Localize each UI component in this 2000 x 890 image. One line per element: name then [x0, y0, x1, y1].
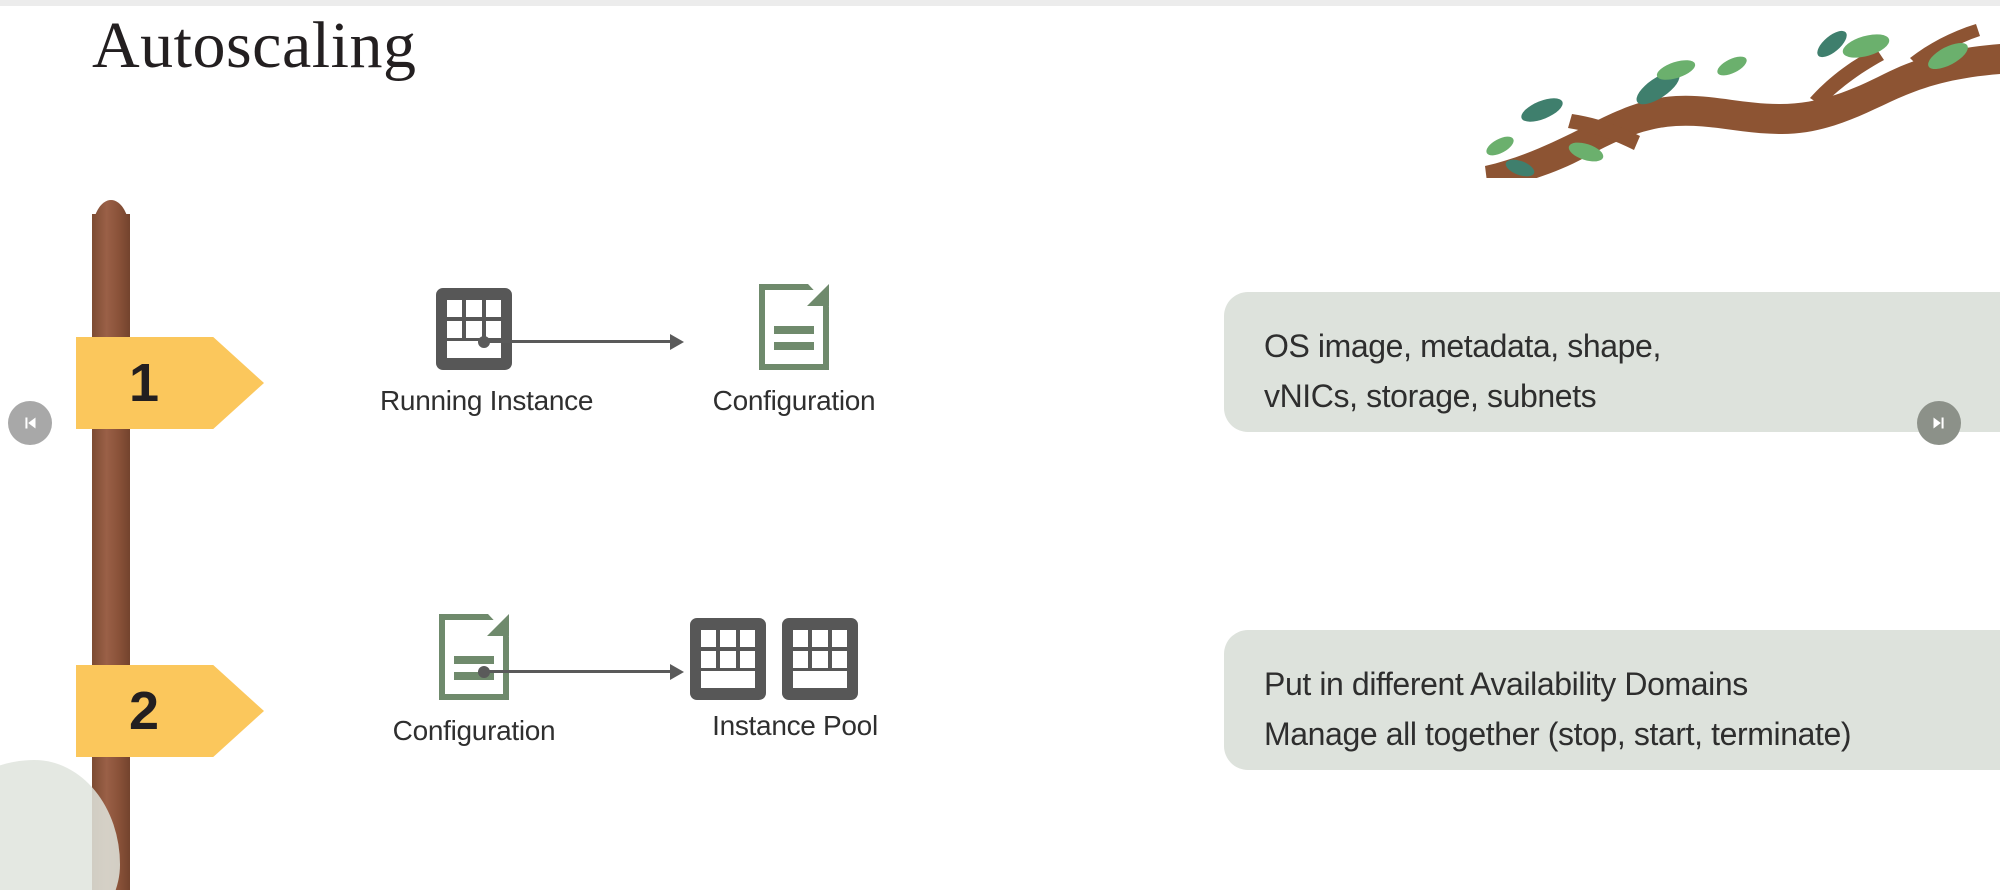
node-label: Configuration	[392, 715, 556, 746]
trunk-body	[92, 214, 130, 890]
node-label: Running Instance	[380, 385, 594, 416]
arrow-shaft	[488, 340, 676, 343]
arrow-head	[670, 664, 684, 680]
instance-grid	[447, 300, 501, 338]
document-line	[454, 656, 494, 664]
instance-icon	[782, 618, 858, 700]
arrow-start-dot	[478, 336, 490, 348]
instance-pool-icon	[690, 618, 900, 700]
document-icon	[759, 284, 829, 370]
instance-icon	[690, 618, 766, 700]
instance-icon	[436, 288, 512, 370]
arrow-right-icon	[478, 332, 693, 352]
top-strip	[0, 0, 2000, 6]
callout-line: vNICs, storage, subnets	[1264, 377, 1597, 414]
next-slide-button[interactable]	[1917, 401, 1961, 445]
node-running-instance: Running Instance	[380, 288, 594, 417]
instance-base-bar	[701, 671, 755, 688]
node-label: Instance Pool	[712, 710, 878, 741]
node-label: Configuration	[712, 385, 876, 416]
instance-base-bar	[793, 671, 847, 688]
callout-line: Put in different Availability Domains	[1264, 666, 1748, 702]
page-title: Autoscaling	[92, 9, 417, 82]
document-line	[774, 326, 814, 334]
arrow-right-icon	[478, 662, 693, 682]
node-configuration: Configuration	[700, 284, 888, 417]
instance-grid	[793, 630, 847, 668]
previous-slide-button[interactable]	[8, 401, 52, 445]
tree-trunk-icon	[92, 200, 130, 890]
node-configuration: Configuration	[380, 614, 568, 747]
document-icon	[439, 614, 509, 700]
document-line	[454, 672, 494, 680]
tree-branch-icon	[1485, 24, 2000, 178]
step-number: 2	[128, 681, 160, 741]
step-badge-1: 1	[76, 337, 264, 429]
step-badge-2: 2	[76, 665, 264, 757]
node-instance-pool: Instance Pool	[690, 618, 900, 742]
skip-previous-icon	[25, 417, 36, 429]
step-number: 1	[128, 353, 160, 413]
arrow-shaft	[488, 670, 676, 673]
arrow-start-dot	[478, 666, 490, 678]
callout-step-2: Put in different Availability Domains Ma…	[1224, 630, 2000, 770]
callout-line: Manage all together (stop, start, termin…	[1264, 715, 1852, 752]
instance-grid	[701, 630, 755, 668]
document-line	[774, 342, 814, 350]
callout-line: OS image, metadata, shape,	[1264, 328, 1661, 364]
skip-next-icon	[1933, 417, 1944, 429]
callout-step-1: OS image, metadata, shape, vNICs, storag…	[1224, 292, 2000, 432]
arrow-head	[670, 334, 684, 350]
